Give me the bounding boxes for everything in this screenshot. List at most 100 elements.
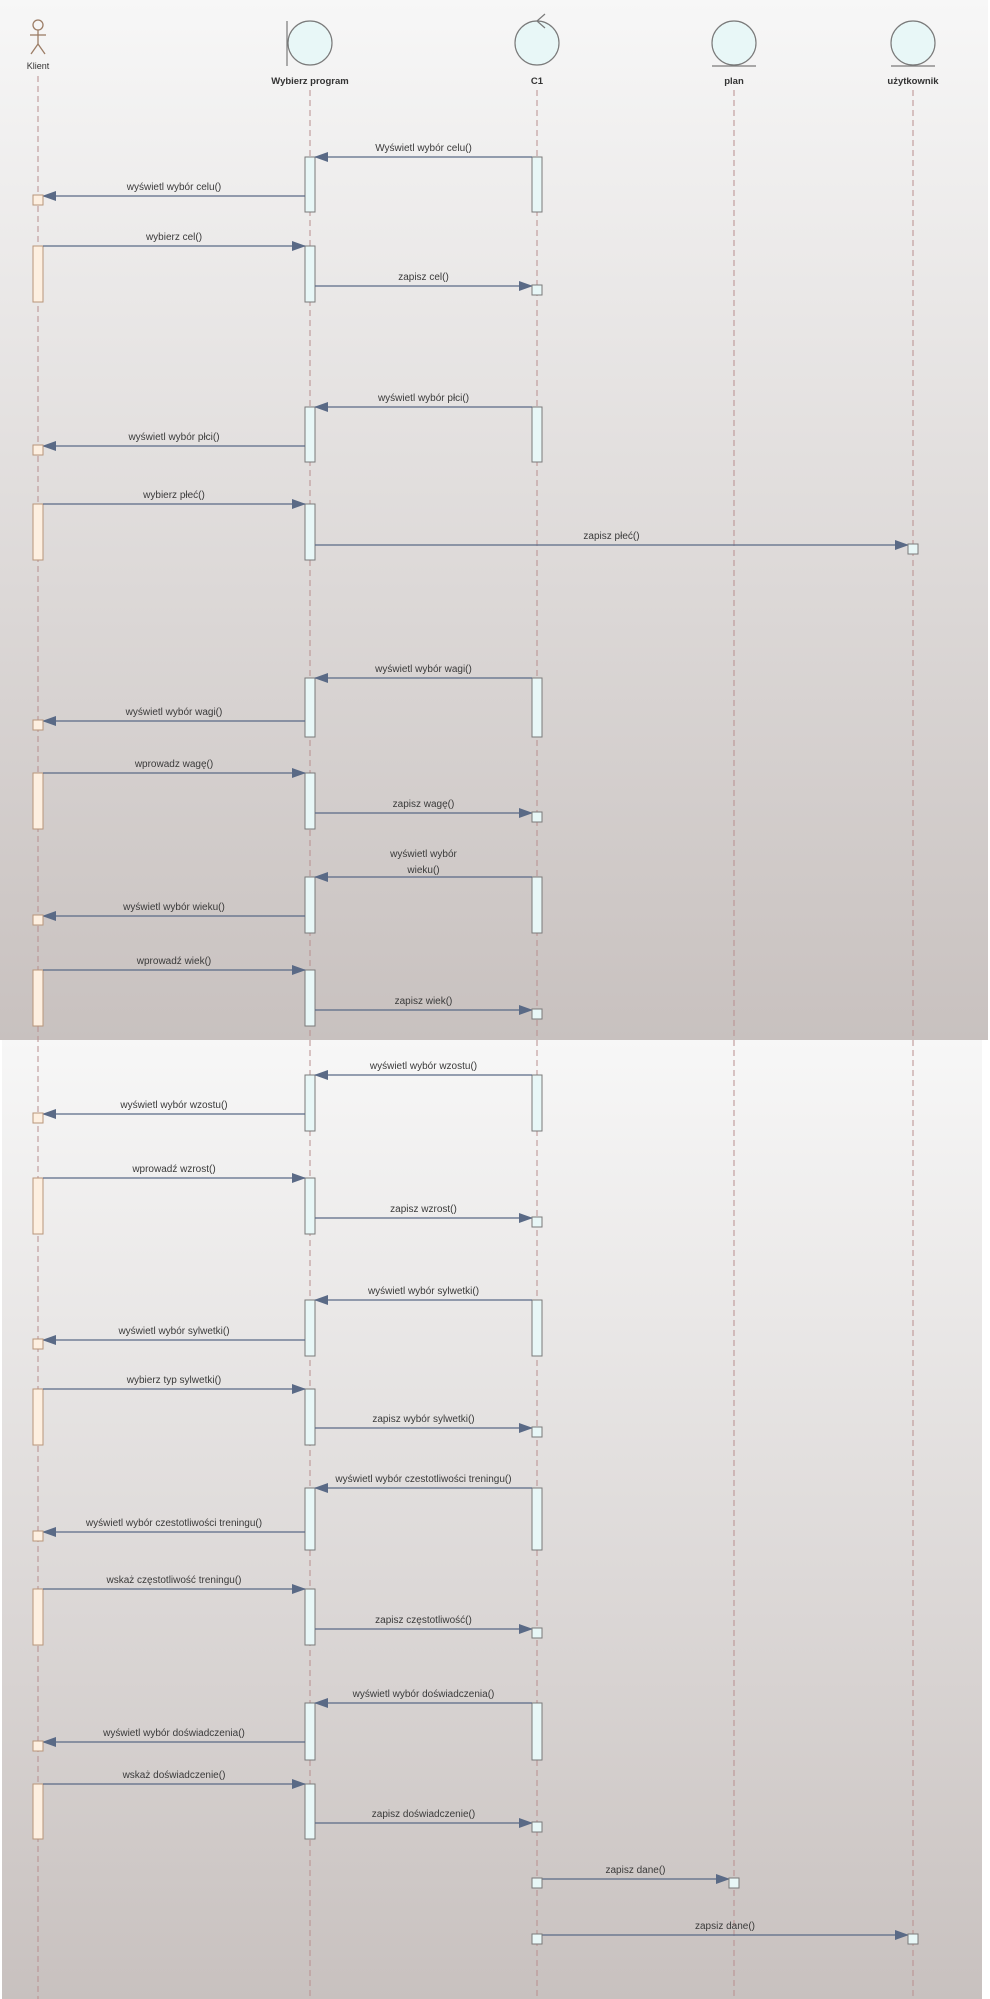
return-activation <box>32 1112 44 1124</box>
activation-bar <box>304 1299 316 1357</box>
message-label: wyświetl wybór doświadczenia() <box>352 1689 495 1700</box>
activation-bar <box>32 1783 44 1840</box>
activation-bar <box>304 969 316 1027</box>
message-label: wyświetl wybór wagi() <box>125 707 223 718</box>
return-activation <box>32 1338 44 1350</box>
return-activation <box>531 284 543 296</box>
message-label: wyświetl wybór wagi() <box>374 664 472 675</box>
participant-wybierz-program: Wybierz program <box>271 20 349 87</box>
activation-bar <box>531 1702 543 1761</box>
activation-bar <box>531 1487 543 1551</box>
message-label: wybierz płeć() <box>142 490 205 501</box>
message-label: zapsiz dane() <box>695 1921 755 1932</box>
message-label: wskaż częstotliwość treningu() <box>105 1575 241 1586</box>
activation-bar <box>304 1487 316 1551</box>
message: wyświetl wybór wieku() <box>32 902 305 926</box>
participant-name: użytkownik <box>887 76 939 87</box>
message: wyświetl wybór wagi() <box>32 707 305 731</box>
return-activation <box>531 1426 543 1438</box>
return-activation <box>32 719 44 731</box>
activation-bar <box>304 1783 316 1840</box>
participant-name: plan <box>724 76 744 87</box>
message: wyświetl wybór doświadczenia() <box>32 1728 305 1752</box>
activation-bar <box>32 1388 44 1446</box>
return-activation <box>531 1627 543 1639</box>
activation-bar <box>32 503 44 561</box>
participant-name: Wybierz program <box>271 76 348 87</box>
activation-bar <box>304 406 316 463</box>
message: wyświetl wybór wzostu() <box>32 1100 305 1124</box>
entity-icon <box>890 20 936 67</box>
participant-name: Klient <box>27 61 50 71</box>
return-activation <box>32 914 44 926</box>
message: zapisz wybór sylwetki() <box>315 1414 543 1438</box>
activation-bar <box>304 503 316 561</box>
return-activation <box>32 1740 44 1752</box>
message: zapisz doświadczenie() <box>315 1809 543 1833</box>
activation-bar <box>32 245 44 303</box>
message-label: wybierz typ sylwetki() <box>126 1375 221 1386</box>
message-label: wskaż doświadczenie() <box>122 1770 226 1781</box>
message-label: wyświetl wybór celu() <box>126 182 221 193</box>
activation-bar <box>32 969 44 1027</box>
message-label: zapisz wagę() <box>393 799 455 810</box>
message-label: zapisz wzrost() <box>390 1204 457 1215</box>
message-label: zapisz płeć() <box>583 531 639 542</box>
activation-bar <box>304 1588 316 1646</box>
message-label: wyświetl wybór wzostu() <box>119 1100 227 1111</box>
message-label: Wyświetl wybór celu() <box>375 143 472 154</box>
return-activation <box>32 194 44 206</box>
message: zapisz dane() <box>531 1865 740 1889</box>
message: wyświetl wybór doświadczenia() <box>314 1689 532 1708</box>
message: wyświetl wybór wagi() <box>314 664 532 683</box>
message: wyświetl wybór sylwetki() <box>314 1286 532 1305</box>
message-label: wyświetl wybór płci() <box>127 432 219 443</box>
activation-bar <box>531 677 543 738</box>
lower-panel-background <box>2 1040 982 1999</box>
lifelines <box>37 76 914 1999</box>
activation-bar <box>304 772 316 830</box>
message: wyświetl wybór wzostu() <box>314 1061 532 1080</box>
return-activation <box>531 811 543 823</box>
participant-plan: plan <box>711 20 757 87</box>
activation-bar <box>32 1177 44 1235</box>
message-label: zapisz wiek() <box>395 996 453 1007</box>
message: wyświetl wybór czestotliwości treningu() <box>314 1474 532 1493</box>
message-label: zapisz doświadczenie() <box>372 1809 475 1820</box>
participant-c1: C1 <box>514 13 560 87</box>
activation-bar <box>304 1074 316 1132</box>
upper-panel-background <box>0 0 988 1040</box>
message: wprowadz wagę() <box>43 759 306 778</box>
message: zapisz częstotliwość() <box>315 1615 543 1639</box>
message-label: zapisz cel() <box>398 272 449 283</box>
participant-headers: Klient Wybierz program C1 plan <box>27 13 939 87</box>
activation-bar <box>304 245 316 303</box>
activation-bar <box>304 156 316 213</box>
message: zapisz płeć() <box>315 531 919 555</box>
message: wyświetl wybór płci() <box>314 393 532 412</box>
message: wprowadź wiek() <box>43 956 306 975</box>
message: wybierz typ sylwetki() <box>43 1375 306 1394</box>
boundary-icon <box>286 20 333 66</box>
message-label: wprowadz wagę() <box>134 759 213 770</box>
activation-bar <box>531 1299 543 1357</box>
return-activation <box>907 543 919 555</box>
message-label: wyświetl wybór płci() <box>377 393 469 404</box>
activation-bar <box>304 677 316 738</box>
activation-bars <box>32 156 543 1840</box>
message-label: wyświetl wybór wieku() <box>122 902 225 913</box>
return-activation <box>531 1821 543 1833</box>
activation-bar <box>531 406 543 463</box>
message-label: wybierz cel() <box>145 232 202 243</box>
message-label: wyświetl wybór wzostu() <box>369 1061 477 1072</box>
message: wyświetl wybór sylwetki() <box>32 1326 305 1350</box>
activation-bar <box>32 1588 44 1646</box>
message: zapisz wiek() <box>315 996 543 1020</box>
message: zapisz wzrost() <box>315 1204 543 1228</box>
source-activation <box>531 1877 543 1889</box>
participant-klient: Klient <box>27 19 50 71</box>
message: wskaż doświadczenie() <box>43 1770 306 1789</box>
